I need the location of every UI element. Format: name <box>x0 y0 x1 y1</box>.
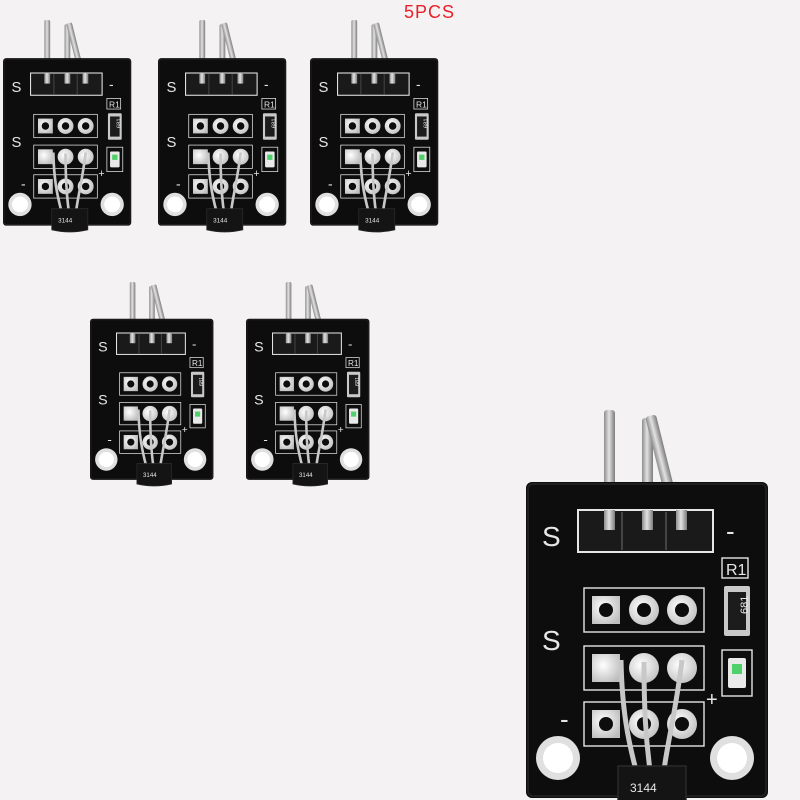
sensor-module-3 <box>308 18 440 234</box>
sensor-module-large <box>526 410 768 800</box>
sensor-module-5 <box>244 280 371 488</box>
sensor-module-1 <box>1 18 133 234</box>
caption-5pcs: 5PCS <box>404 2 456 22</box>
sensor-module-2 <box>156 18 288 234</box>
sensor-module-4 <box>88 280 215 488</box>
